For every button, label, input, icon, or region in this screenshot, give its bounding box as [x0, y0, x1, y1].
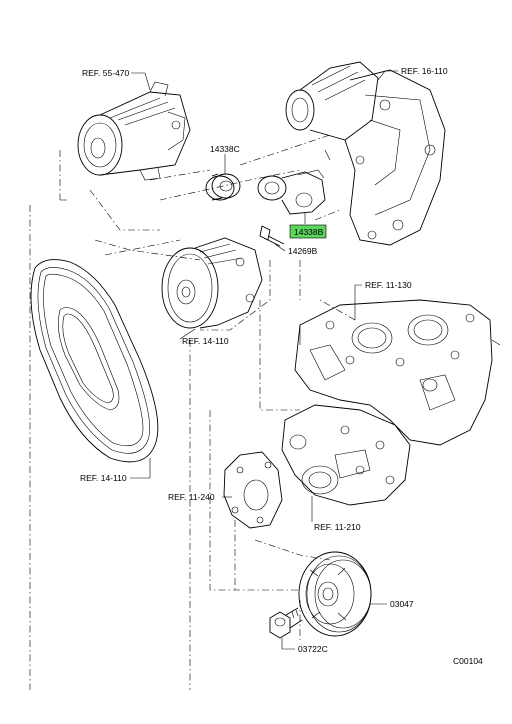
label-ref-11-130[interactable]: REF. 11-130	[365, 280, 412, 290]
guide-lines	[29, 134, 356, 690]
crank-bolt-03722c[interactable]	[269, 607, 303, 639]
alternator-bracket-ref[interactable]	[285, 61, 446, 246]
drive-belt-ref[interactable]	[30, 259, 159, 463]
label-ref-14-110-belt[interactable]: REF. 14-110	[80, 473, 127, 483]
idler-pulley-14338c[interactable]	[205, 173, 241, 201]
label-ref-16-110[interactable]: REF. 16-110	[401, 66, 448, 76]
label-ref-55-470[interactable]: REF. 55-470	[82, 68, 130, 78]
leader-lines	[130, 70, 398, 650]
label-ref-11-240[interactable]: REF. 11-240	[168, 492, 215, 502]
water-pump-ref[interactable]	[161, 237, 263, 329]
label-03722c[interactable]: 03722C	[298, 644, 328, 654]
cylinder-block-ref[interactable]	[294, 299, 501, 446]
ac-compressor-ref[interactable]	[77, 81, 191, 181]
label-14338c[interactable]: 14338C	[210, 144, 240, 154]
figure-code: C00104	[453, 656, 483, 666]
highlight-box-14338b	[289, 224, 327, 239]
bolt-14269b[interactable]	[259, 225, 285, 247]
label-03047[interactable]: 03047	[390, 599, 414, 609]
tensioner-14338b[interactable]	[257, 169, 326, 215]
front-cover-ref[interactable]	[281, 404, 411, 506]
label-ref-14-110-pump[interactable]: REF. 14-110	[182, 336, 229, 346]
crank-pulley-03047[interactable]	[298, 551, 372, 637]
cover-plate-ref[interactable]	[223, 451, 283, 529]
label-14338b[interactable]: 14338B	[294, 227, 324, 237]
label-ref-11-210[interactable]: REF. 11-210	[314, 522, 361, 532]
label-14269b[interactable]: 14269B	[288, 246, 318, 256]
